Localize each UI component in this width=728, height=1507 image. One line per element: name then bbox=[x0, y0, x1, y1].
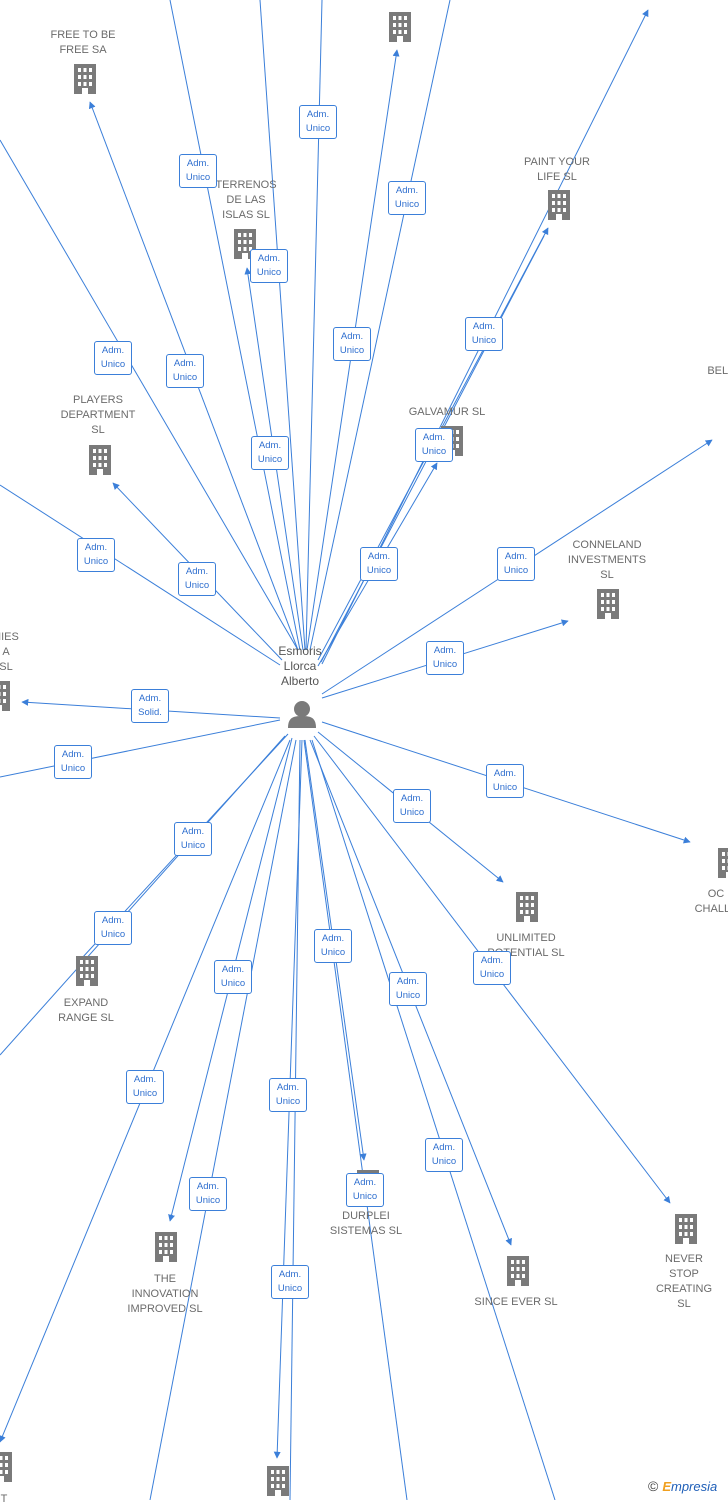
role-badge[interactable]: Adm. Unico bbox=[299, 105, 337, 139]
role-badge[interactable]: Adm. Unico bbox=[179, 154, 217, 188]
edges-layer bbox=[0, 0, 713, 1500]
brand-logo-letter: E bbox=[662, 1479, 671, 1494]
role-badge[interactable]: Adm. Unico bbox=[189, 1177, 227, 1211]
relationship-edge bbox=[0, 139, 299, 651]
role-badge[interactable]: Adm. Unico bbox=[251, 436, 289, 470]
company-building-icon[interactable] bbox=[0, 1452, 12, 1482]
company-building-icon[interactable] bbox=[548, 190, 570, 220]
company-label-the-innovation-improved[interactable]: THE INNOVATION IMPROVED SL bbox=[127, 1273, 203, 1315]
company-label-conneland-investments[interactable]: CONNELAND INVESTMENTS SL bbox=[567, 539, 647, 581]
company-building-icon[interactable] bbox=[155, 1232, 177, 1262]
relationship-edge bbox=[0, 719, 281, 778]
company-building-icon[interactable] bbox=[516, 892, 538, 922]
company-building-icon[interactable] bbox=[718, 848, 728, 878]
role-badge[interactable]: Adm. Unico bbox=[214, 960, 252, 994]
icons-layer bbox=[0, 12, 728, 1496]
role-badge[interactable]: Adm. Unico bbox=[333, 327, 371, 361]
role-badge[interactable]: Adm. Unico bbox=[388, 181, 426, 215]
role-badge[interactable]: Adm. Unico bbox=[94, 341, 132, 375]
company-building-icon[interactable] bbox=[389, 12, 411, 42]
company-building-icon[interactable] bbox=[507, 1256, 529, 1286]
role-badge[interactable]: Adm. Unico bbox=[486, 764, 524, 798]
relationship-edge bbox=[311, 739, 556, 1500]
company-building-icon[interactable] bbox=[267, 1466, 289, 1496]
role-badge[interactable]: Adm. Unico bbox=[126, 1070, 164, 1104]
company-label-players-department[interactable]: PLAYERS DEPARTMENT SL bbox=[60, 394, 136, 436]
role-badge[interactable]: Adm. Unico bbox=[174, 822, 212, 856]
role-badge[interactable]: Adm. Unico bbox=[473, 951, 511, 985]
role-badge[interactable]: Adm. Unico bbox=[271, 1265, 309, 1299]
relationship-edge bbox=[0, 484, 281, 666]
company-label-partial-bottom-left[interactable]: T bbox=[0, 1493, 8, 1505]
role-badge[interactable]: Adm. Unico bbox=[360, 547, 398, 581]
relationship-edge bbox=[0, 735, 286, 1056]
role-badge[interactable]: Adm. Unico bbox=[54, 745, 92, 779]
company-label-free-to-be-free[interactable]: FREE TO BE FREE SA bbox=[50, 29, 116, 56]
role-badge[interactable]: Adm. Unico bbox=[465, 317, 503, 351]
person-icon[interactable] bbox=[288, 701, 316, 728]
company-label-paint-your-life[interactable]: PAINT YOUR LIFE SL bbox=[523, 156, 591, 183]
company-building-icon[interactable] bbox=[76, 956, 98, 986]
company-building-icon[interactable] bbox=[597, 589, 619, 619]
role-badge[interactable]: Adm. Unico bbox=[346, 1173, 384, 1207]
role-badge[interactable]: Adm. Solid. bbox=[131, 689, 169, 723]
center-person-name[interactable]: Esmoris Llorca Alberto bbox=[278, 644, 322, 688]
relationship-edge bbox=[289, 739, 301, 1500]
company-label-never-stop-creating[interactable]: NEVER STOP CREATING SL bbox=[655, 1253, 713, 1310]
company-building-icon[interactable] bbox=[74, 64, 96, 94]
role-badge[interactable]: Adm. Unico bbox=[314, 929, 352, 963]
role-badge[interactable]: Adm. Unico bbox=[77, 538, 115, 572]
role-badge[interactable]: Adm. Unico bbox=[178, 562, 216, 596]
company-building-icon[interactable] bbox=[89, 445, 111, 475]
role-badge[interactable]: Adm. Unico bbox=[425, 1138, 463, 1172]
company-label-expand-range[interactable]: EXPAND RANGE SL bbox=[58, 997, 114, 1024]
company-label-partial-companies[interactable]: NIES A SL bbox=[0, 631, 19, 673]
relationship-edge bbox=[149, 739, 297, 1500]
role-badge[interactable]: Adm. Unico bbox=[94, 911, 132, 945]
relationship-edge bbox=[169, 0, 301, 651]
role-badge[interactable]: Adm. Unico bbox=[389, 972, 427, 1006]
role-badge[interactable]: Adm. Unico bbox=[269, 1078, 307, 1112]
relationship-edge bbox=[303, 739, 408, 1500]
company-label-durplei-sistemas[interactable]: DURPLEI SISTEMAS SL bbox=[329, 1210, 403, 1237]
role-badge[interactable]: Adm. Unico bbox=[166, 354, 204, 388]
role-badge[interactable]: Adm. Unico bbox=[250, 249, 288, 283]
role-badge[interactable]: Adm. Unico bbox=[393, 789, 431, 823]
relationship-edge bbox=[309, 0, 451, 651]
relationship-edge bbox=[259, 0, 306, 651]
brand-watermark: ©Empresia bbox=[648, 1478, 717, 1494]
relationship-edge bbox=[305, 0, 323, 651]
copyright-symbol: © bbox=[648, 1478, 659, 1494]
company-building-icon[interactable] bbox=[675, 1214, 697, 1244]
role-badge[interactable]: Adm. Unico bbox=[426, 641, 464, 675]
company-label-partial-oc-challe[interactable]: OC CHALLE bbox=[694, 888, 728, 915]
company-label-galvamur[interactable]: GALVAMUR SL bbox=[408, 406, 486, 418]
company-label-since-ever[interactable]: SINCE EVER SL bbox=[474, 1296, 558, 1308]
company-building-icon[interactable] bbox=[0, 681, 10, 711]
role-badge[interactable]: Adm. Unico bbox=[415, 428, 453, 462]
brand-name: mpresia bbox=[671, 1479, 718, 1494]
company-label-terrenos-de-las-islas[interactable]: TERRENOS DE LAS ISLAS SL bbox=[215, 179, 277, 221]
role-badge[interactable]: Adm. Unico bbox=[497, 547, 535, 581]
